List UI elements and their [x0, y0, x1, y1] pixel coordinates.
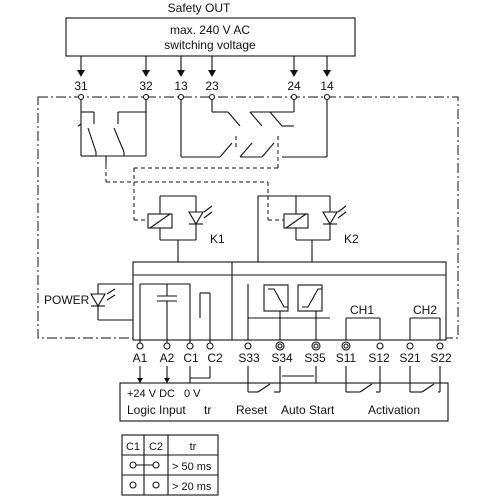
auto-start-label: Auto Start	[281, 403, 335, 417]
terminal-s21: S21	[399, 351, 421, 365]
relay-k2-label: K2	[344, 232, 359, 246]
top-terminal-14: 14	[320, 79, 334, 93]
channel-2-label: CH2	[413, 303, 437, 317]
terminal-s11: S11	[336, 351, 357, 365]
table-row-1-tr: > 50 ms	[172, 461, 212, 473]
power-label: POWER	[44, 293, 90, 307]
terminal-s33: S33	[238, 351, 260, 365]
terminal-s35: S35	[304, 351, 326, 365]
output-contacts	[77, 93, 331, 165]
zero-volt-label: 0 V	[184, 388, 201, 400]
logic-input-label: Logic Input	[127, 403, 186, 417]
top-terminal-13: 13	[174, 79, 188, 93]
power-led	[90, 283, 133, 321]
channel-logic	[247, 284, 441, 340]
external-wiring-box	[119, 382, 449, 422]
terminal-s22: S22	[430, 351, 452, 365]
voltage-line-2: switching voltage	[164, 38, 256, 52]
terminal-c2: C2	[207, 351, 223, 365]
external-wiring	[137, 366, 441, 393]
reset-label: Reset	[236, 403, 268, 417]
top-arrows	[77, 56, 331, 77]
terminal-a2: A2	[160, 351, 175, 365]
tr-table	[121, 434, 219, 496]
bottom-terminal-pins	[136, 340, 444, 351]
terminal-s34: S34	[271, 351, 293, 365]
relay-k2	[257, 195, 347, 262]
activation-label: Activation	[368, 403, 420, 417]
channel-1-label: CH1	[350, 303, 374, 317]
table-header-c1: C1	[126, 441, 140, 453]
electronics-block	[132, 261, 447, 341]
terminal-c1: C1	[183, 351, 199, 365]
safety-out-box	[65, 17, 356, 57]
relay-k1	[134, 195, 213, 262]
top-terminal-24: 24	[287, 79, 301, 93]
relay-k1-label: K1	[210, 232, 225, 246]
tr-label: tr	[204, 403, 211, 417]
voltage-line-1: max. 240 V AC	[170, 23, 250, 37]
top-terminal-32: 32	[139, 79, 153, 93]
top-terminal-31: 31	[74, 79, 88, 93]
power-supply-symbol	[139, 283, 211, 340]
mechanical-linkage	[105, 136, 279, 220]
top-terminal-23: 23	[205, 79, 219, 93]
supply-voltage-label: +24 V DC	[127, 388, 175, 400]
safety-out-title: Safety OUT	[168, 1, 231, 15]
terminal-a1: A1	[133, 351, 148, 365]
table-header-c2: C2	[149, 441, 163, 453]
table-header-tr: tr	[190, 441, 197, 453]
terminal-s12: S12	[368, 351, 390, 365]
table-row-2-tr: > 20 ms	[172, 481, 212, 493]
